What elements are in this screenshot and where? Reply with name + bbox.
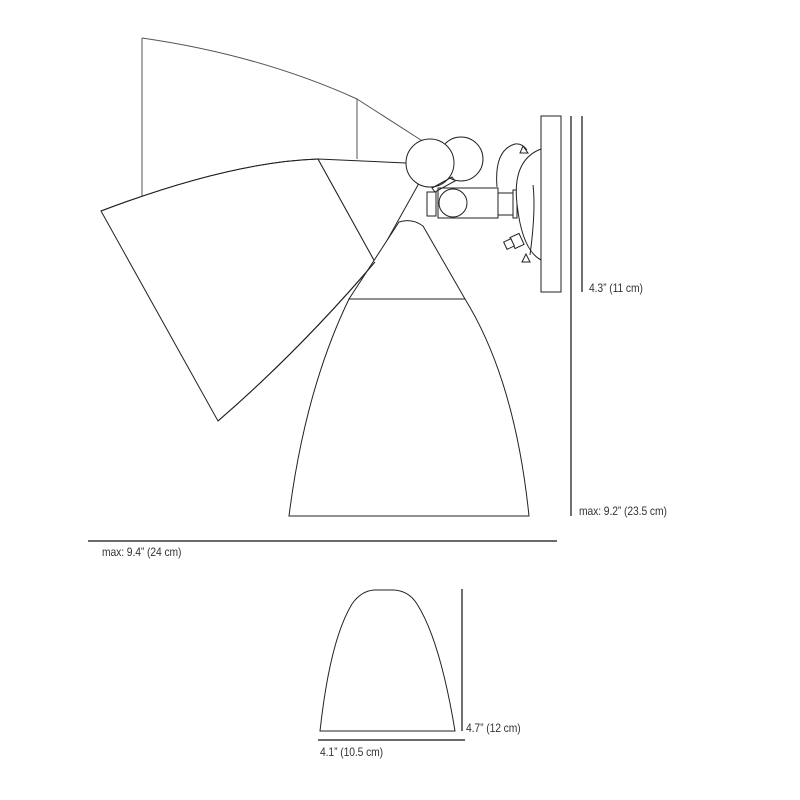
joint-assembly (405, 136, 518, 219)
label-shade-height: 4.7” (12 cm) (466, 721, 521, 735)
rotation-arrows (496, 143, 531, 263)
canopy (503, 148, 542, 261)
label-base-height: 4.3” (11 cm) (589, 281, 643, 295)
shade-detail (319, 589, 456, 732)
shade-raised-position (141, 37, 425, 197)
label-max-depth: max: 9.4” (24 cm) (102, 545, 182, 559)
shade-down-position (100, 158, 530, 517)
label-max-height: max: 9.2” (23.5 cm) (579, 504, 667, 518)
wall-plate (540, 115, 562, 293)
label-shade-width: 4.1” (10.5 cm) (320, 745, 384, 759)
